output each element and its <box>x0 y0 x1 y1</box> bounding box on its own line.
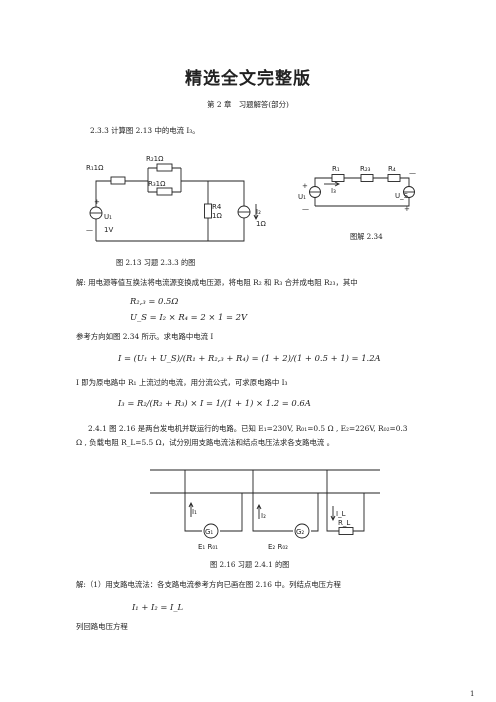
label-r4: R₄ <box>388 165 396 173</box>
figure-2-34-caption: 图解 2.34 <box>350 232 383 241</box>
loop-equation-text: 列回路电压方程 <box>76 622 128 631</box>
label-r1: R₁ <box>332 165 340 173</box>
figure-2-13-caption: 图 2.13 习题 2.3.3 的图 <box>116 258 196 267</box>
minus-sign: — <box>302 205 309 213</box>
label-e2-r02: E₂ R₀₂ <box>268 543 288 551</box>
figure-2-16-circuit: I₁ I₂ I_L R_L G₁ G₂ E₁ R₀₁ E₂ R₀₂ <box>150 469 380 551</box>
label-g1: G₁ <box>205 528 213 536</box>
label-il: I_L <box>336 510 346 518</box>
label-r4: R4 <box>212 203 222 211</box>
chapter-heading: 第 2 章 习题解答(部分) <box>207 100 289 109</box>
resistor-r4 <box>204 203 212 219</box>
label-r3: R₃1Ω <box>148 180 166 188</box>
label-source-value: 1Ω <box>256 220 266 228</box>
equation-current-i: I = (U₁ + U_S)/(R₁ + R₂,₃ + R₄) = (1 + 2… <box>118 353 381 363</box>
label-rl: R_L <box>338 519 350 527</box>
plus-sign: + <box>94 198 100 206</box>
current-divider-text: I 即为原电路中 R₁ 上流过的电流，用分流公式，可求原电路中 I₃ <box>76 378 288 387</box>
figure-2-16-caption: 图 2.16 习题 2.4.1 的图 <box>210 560 290 569</box>
equation-current-i3: I₃ = R₂/(R₂ + R₃) × I = 1/(1 + 1) × 1.2 … <box>118 398 311 408</box>
equation-r23: R₂,₃ = 0.5Ω <box>130 296 179 306</box>
document-title: 精选全文完整版 <box>185 69 311 89</box>
resistor-r23 <box>360 174 374 182</box>
label-g2: G₂ <box>296 528 304 536</box>
minus-sign-us: — <box>409 169 416 177</box>
label-r1: R₁1Ω <box>86 164 104 172</box>
figure-2-13-circuit: R₁1Ω R₂1Ω R₃1Ω R4 1Ω I₂ 1Ω U₁ + — 1V <box>86 155 266 242</box>
label-e1-r01: E₁ R₀₁ <box>198 543 218 551</box>
label-u1-value: 1V <box>104 226 113 234</box>
solution-paragraph-1: 解: 用电源等值互换法将电流源变换成电压源，将电阻 R₂ 和 R₃ 合并成电阻 … <box>76 278 358 287</box>
label-i2: I₂ <box>256 208 261 216</box>
label-i1: I₁ <box>192 508 197 516</box>
resistor-r1 <box>331 174 345 182</box>
minus-sign: — <box>86 226 93 234</box>
plus-sign-us: + <box>404 205 410 213</box>
resistor-r1 <box>110 176 126 185</box>
label-r2: R₂1Ω <box>146 155 164 163</box>
label-us: U_S <box>395 192 409 200</box>
equation-node: I₁ + I₂ = I_L <box>132 602 184 612</box>
label-r4-value: 1Ω <box>212 212 222 220</box>
resistor-rl <box>338 527 354 535</box>
problem-2-4-1-line2: Ω , 负载电阻 R_L=5.5 Ω，试分别用支路电流法和结点电压法求各支路电流… <box>76 438 335 447</box>
label-i3: I₃ <box>331 187 336 195</box>
resistor-r4 <box>387 174 401 182</box>
page-number: 1 <box>470 690 475 698</box>
label-u1: U₁ <box>104 213 112 221</box>
generator-g1 <box>203 523 219 539</box>
reference-direction-text: 参考方向如图 2.34 所示。求电路中电流 I <box>76 332 214 341</box>
figure-2-34-circuit: R₁ R₂₃ R₄ I₃ U₁ U_S + — — + <box>298 165 416 213</box>
problem-2-3-3: 2.3.3 计算图 2.13 中的电流 I₃。 <box>90 126 200 135</box>
solution-paragraph-2: 解:（1）用支路电流法：各支路电流参考方向已画在图 2.16 中。列结点电压方程 <box>76 580 341 589</box>
label-i2: I₂ <box>261 512 266 520</box>
plus-sign: + <box>302 182 308 190</box>
generator-g2 <box>294 523 310 539</box>
equation-us: U_S = I₂ × R₄ = 2 × 1 = 2V <box>130 312 248 322</box>
label-r23: R₂₃ <box>360 165 371 173</box>
problem-2-4-1-line1: 2.4.1 图 2.16 是两台发电机并联运行的电路。已知 E₁=230V, R… <box>88 424 408 433</box>
label-u1: U₁ <box>298 193 306 201</box>
resistor-r2 <box>156 163 173 172</box>
resistor-r3 <box>156 187 173 196</box>
